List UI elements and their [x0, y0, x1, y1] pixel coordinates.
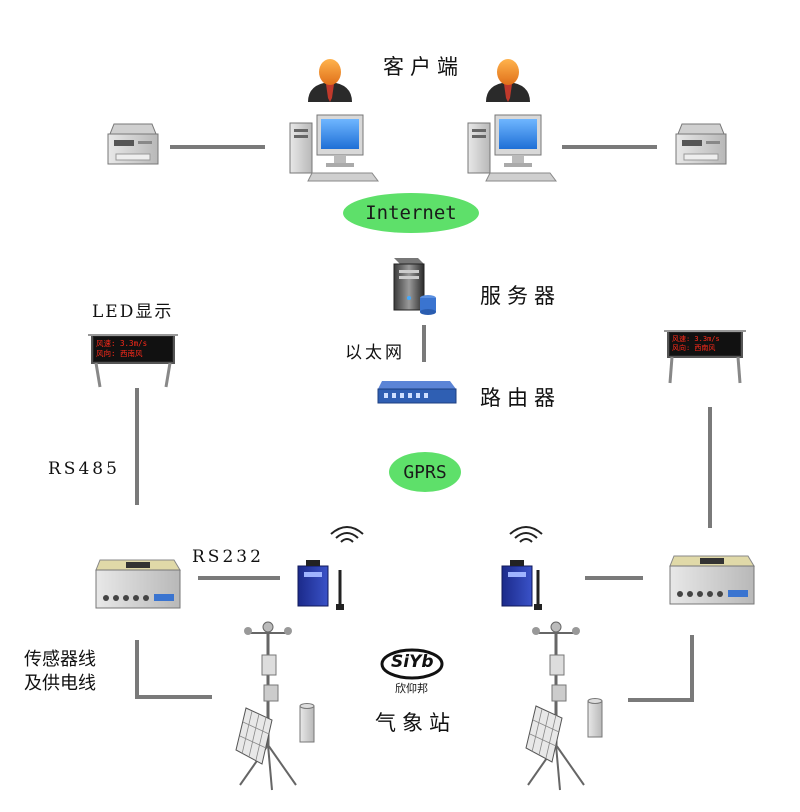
logo-mark-text: SiYb: [391, 652, 434, 672]
label-rs485: RS485: [48, 459, 120, 479]
weather-station-tripod-icon: [527, 621, 585, 791]
data-logger-icon: [95, 559, 181, 609]
led-screen-text-left: 风速: 3.3m/s 风向: 西南风: [96, 339, 172, 359]
label-client: 客户端: [383, 55, 464, 79]
internet-cloud: Internet: [343, 193, 479, 233]
internet-label: Internet: [365, 202, 457, 224]
label-router: 路由器: [480, 386, 561, 410]
person-icon: [308, 59, 352, 102]
gprs-label: GPRS: [403, 461, 447, 483]
wireless-signal-icon: [509, 526, 543, 543]
rain-gauge-icon: [299, 703, 315, 743]
rain-gauge-icon: [587, 698, 603, 738]
logo-company-name: 欣仰邦: [395, 682, 428, 695]
siyb-logo: [380, 648, 444, 680]
label-sensor-line-1: 传感器线: [24, 649, 96, 670]
led-line-wind-speed: 风速: 3.3m/s: [672, 335, 720, 343]
label-ethernet: 以太网: [345, 343, 405, 363]
connector-sensor-right: [628, 635, 694, 702]
weather-station-tripod-icon: [239, 621, 297, 791]
led-line-wind-speed: 风速: 3.3m/s: [96, 339, 148, 348]
led-display-board-icon: [664, 330, 746, 384]
connector-sensor-left: [135, 640, 212, 699]
person-icon: [486, 59, 530, 102]
desktop-computer-icon: [467, 114, 557, 182]
desktop-computer-icon: [289, 114, 379, 182]
led-screen-text-right: 风速: 3.3m/s 风向: 西南风: [672, 335, 740, 353]
gprs-dtu-icon: [297, 560, 344, 610]
label-led-display: LED显示: [92, 302, 174, 322]
router-icon: [377, 381, 457, 404]
printer-icon: [675, 123, 727, 165]
led-line-wind-direction: 风向: 西南风: [672, 344, 716, 352]
label-rs232: RS232: [192, 547, 264, 567]
led-line-wind-direction: 风向: 西南风: [96, 349, 143, 358]
data-logger-icon: [669, 555, 755, 605]
printer-icon: [107, 123, 159, 165]
gprs-cloud: GPRS: [389, 452, 461, 492]
label-weather-station: 气象站: [375, 711, 456, 735]
gprs-dtu-icon: [501, 560, 542, 610]
label-server: 服务器: [480, 284, 561, 308]
server-icon: [393, 258, 436, 315]
wireless-signal-icon: [330, 526, 364, 543]
connector-lines: [135, 145, 712, 702]
led-display-board-icon: [88, 334, 178, 388]
label-sensor-line-2: 及供电线: [24, 673, 96, 694]
solar-panel-icon: [525, 705, 563, 763]
solar-panel-icon: [235, 707, 273, 765]
